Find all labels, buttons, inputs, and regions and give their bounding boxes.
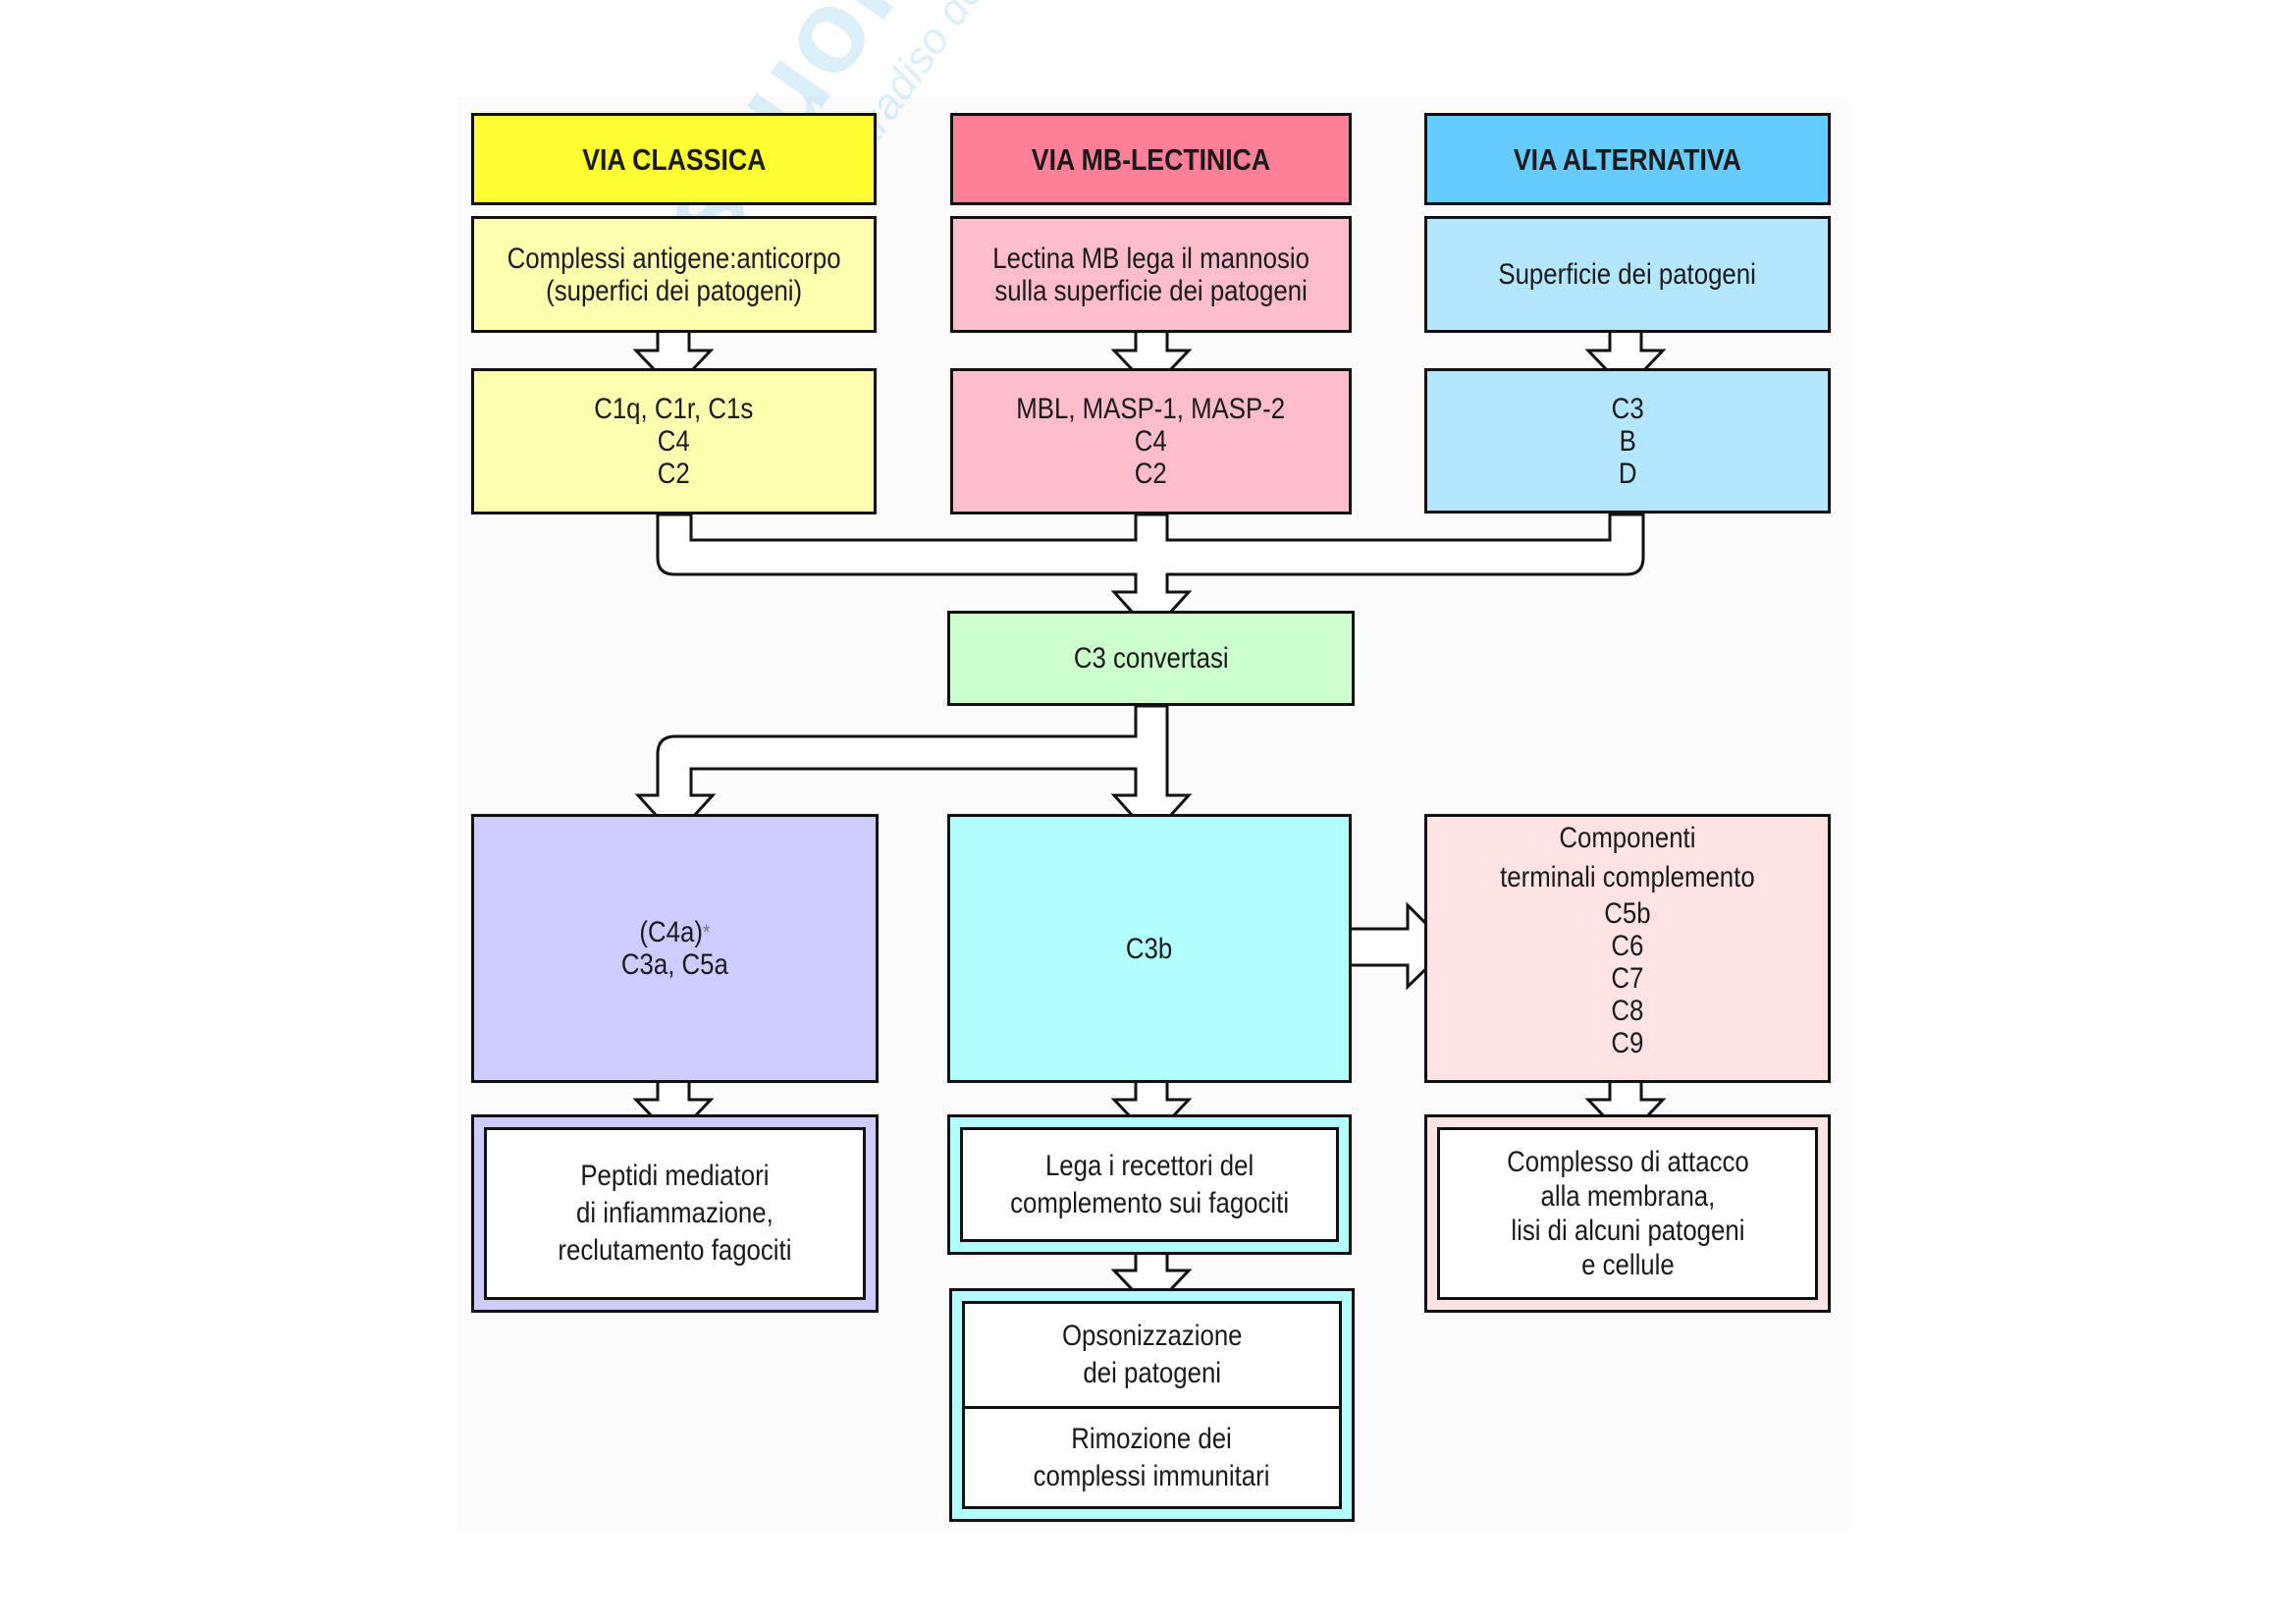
outcome-line: di infiammazione, [576,1197,774,1229]
outcome-line: Complesso di attacco [1506,1146,1749,1178]
terminal-line: C8 [1611,995,1644,1027]
outcome-receptors: Lega i recettori del complemento sui fag… [947,1114,1352,1255]
header-via-lectinica-label: VIA MB-LECTINICA [1031,141,1271,177]
outcome-line: e cellule [1580,1249,1675,1281]
header-via-alternativa: VIA ALTERNATIVA [1424,113,1831,205]
anaphylatoxins-line1: (C4a)* [639,916,711,948]
trigger-classica-line: Complessi antigene:anticorpo [507,242,841,275]
component-item: C4 [657,425,690,458]
header-via-classica-label: VIA CLASSICA [581,141,767,177]
terminal-line: Componenti [1559,822,1696,854]
trigger-classica: Complessi antigene:anticorpo (superfici … [471,216,877,333]
outcome-mac: Complesso di attacco alla membrana, lisi… [1424,1114,1831,1313]
header-via-alternativa-label: VIA ALTERNATIVA [1513,141,1742,177]
asterisk-footnote-marker: * [703,920,711,945]
outcome-line: alla membrana, [1540,1180,1715,1213]
outcome-line: Rimozione dei [1071,1422,1233,1455]
terminal-line: C9 [1611,1027,1644,1059]
outcome-line: Lega i recettori del [1044,1149,1255,1182]
outcome-inflammation: Peptidi mediatori di infiammazione, recl… [471,1114,879,1313]
terminal-line: C6 [1611,930,1644,962]
component-item: MBL, MASP-1, MASP-2 [1016,393,1286,425]
components-classica: C1q, C1r, C1s C4 C2 [471,368,877,514]
component-item: C3 [1611,392,1644,425]
anaphylatoxins-box: (C4a)* C3a, C5a [471,814,879,1083]
terminal-components-box: Componenti terminali complemento C5b C6 … [1424,814,1831,1083]
component-item: C2 [1134,458,1167,490]
outcome-opsonization-removal: Opsonizzazione dei patogeni Rimozione de… [949,1288,1355,1522]
outcome-line: complessi immunitari [1034,1459,1270,1492]
c3b-label: C3b [1126,932,1173,965]
trigger-lectinica-line: sulla superficie dei patogeni [994,274,1308,307]
terminal-line: terminali complemento [1500,861,1755,893]
component-item: C2 [657,458,690,490]
trigger-lectinica: Lectina MB lega il mannosio sulla superf… [950,216,1352,333]
header-via-classica: VIA CLASSICA [471,113,877,205]
components-alternativa: C3 B D [1424,368,1831,514]
trigger-alternativa-line: Superficie dei patogeni [1498,258,1757,291]
outcome-line: complemento sui fagociti [1010,1186,1289,1219]
component-item: B [1619,424,1636,458]
component-item: C1q, C1r, C1s [594,393,754,425]
terminal-line: C5b [1604,897,1651,930]
anaphylatoxins-line2: C3a, C5a [620,948,729,981]
trigger-lectinica-line: Lectina MB lega il mannosio [992,242,1309,275]
trigger-classica-line: (superfici dei patogeni) [545,274,803,307]
c3-convertase-box: C3 convertasi [947,611,1355,706]
components-lectinica: MBL, MASP-1, MASP-2 C4 C2 [950,368,1352,514]
outcome-line: dei patogeni [1083,1357,1221,1389]
component-item: D [1618,457,1637,490]
outcome-line: Peptidi mediatori [580,1160,770,1192]
trigger-alternativa: Superficie dei patogeni [1424,216,1831,333]
outcome-removal: Rimozione dei complessi immunitari [965,1409,1339,1506]
outcome-opsonization: Opsonizzazione dei patogeni [965,1304,1339,1409]
terminal-line: C7 [1611,962,1644,995]
outcome-line: lisi di alcuni patogeni [1510,1215,1745,1247]
c3b-box: C3b [947,814,1352,1083]
header-via-lectinica: VIA MB-LECTINICA [950,113,1352,205]
outcome-line: Opsonizzazione [1061,1320,1243,1352]
outcome-line: reclutamento fagociti [558,1234,792,1267]
c3-convertase-label: C3 convertasi [1073,642,1229,675]
component-item: C4 [1134,425,1167,458]
